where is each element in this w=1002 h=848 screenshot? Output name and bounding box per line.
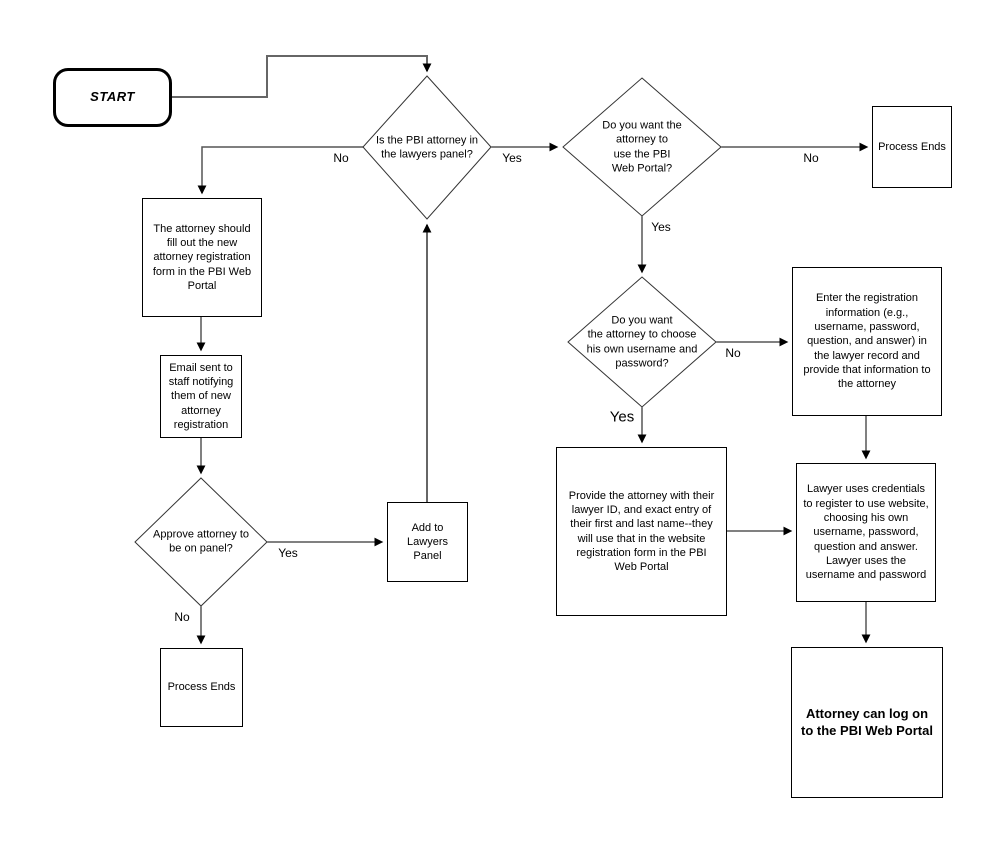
edge-start-to-in-panel bbox=[172, 55, 432, 98]
edge-label-approve-yes: Yes bbox=[278, 546, 298, 560]
fill-registration-form-node: The attorney should fill out the new att… bbox=[142, 198, 262, 317]
email-staff-node: Email sent to staff notifying them of ne… bbox=[160, 355, 242, 438]
provide-lawyer-id-node: Provide the attorney with their lawyer I… bbox=[556, 447, 727, 616]
edge-in-panel-no-to-fill-form bbox=[197, 146, 364, 195]
decision-in-panel-label: Is the PBI attorney in the lawyers panel… bbox=[375, 134, 479, 161]
decision-choose-credentials-shape bbox=[567, 276, 717, 408]
decision-approve-label: Approve attorney to be on panel? bbox=[152, 528, 250, 555]
edge-label-use-portal-no: No bbox=[803, 151, 819, 165]
decision-use-portal-label: Do you want the attorney to use the PBI … bbox=[602, 119, 682, 175]
edge-label-use-portal-yes: Yes bbox=[651, 220, 671, 234]
start-label: START bbox=[90, 89, 135, 105]
lawyer-uses-credentials-node: Lawyer uses credentials to register to u… bbox=[796, 463, 936, 602]
process-ends-bottom-node: Process Ends bbox=[160, 648, 243, 727]
decision-approve-shape bbox=[134, 477, 268, 607]
decision-choose-credentials-label: Do you want the attorney to choose his o… bbox=[586, 314, 698, 370]
edge-label-choose-no: No bbox=[725, 346, 741, 360]
edge-label-approve-no: No bbox=[174, 610, 190, 624]
process-ends-top-node: Process Ends bbox=[872, 106, 952, 188]
decision-use-portal-shape bbox=[562, 77, 722, 217]
edge-label-in-panel-no: No bbox=[333, 151, 349, 165]
attorney-log-on-node: Attorney can log on to the PBI Web Porta… bbox=[791, 647, 943, 798]
enter-registration-info-node: Enter the registration information (e.g.… bbox=[792, 267, 942, 416]
start-node: START bbox=[53, 68, 172, 127]
edge-label-choose-yes: Yes bbox=[609, 408, 635, 426]
decision-in-panel-shape bbox=[362, 75, 492, 220]
edge-label-in-panel-yes: Yes bbox=[502, 151, 522, 165]
add-to-panel-node: Add to Lawyers Panel bbox=[387, 502, 468, 582]
